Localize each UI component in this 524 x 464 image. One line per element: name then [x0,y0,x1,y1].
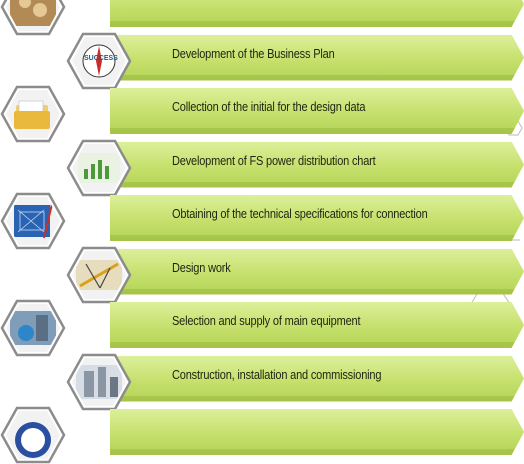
step-item: Design work [0,246,524,303]
step-item: Selection and supply of main equipment [0,299,524,357]
step-label: Development of FS power distribution cha… [172,153,376,168]
step-banner [110,195,524,241]
step-label: Development of the Business Plan [172,46,335,61]
bar-chart-icon [66,139,132,197]
step-banner [110,34,524,81]
compass-success-icon: SUCCESS [66,32,132,90]
step-item: Construction, installation and commissio… [0,353,524,410]
step-label: Construction, installation and commissio… [172,367,382,382]
step-item: Collection of the initial for the design… [0,85,524,143]
emblem-icon [0,406,66,464]
step-label: Obtaining of the technical specification… [172,207,428,221]
blueprint-icon [0,192,66,250]
equipment-icon [0,299,66,357]
step-item: Obtaining of the technical specification… [0,192,524,250]
step-banner [110,248,524,295]
svg-text:SUCCESS: SUCCESS [84,55,118,62]
step-banner [110,355,524,402]
step-banner [110,88,524,134]
plant-icon [66,353,132,411]
photo-icon [0,0,66,36]
step-banner [110,409,524,455]
step-label: Collection of the initial for the design… [172,100,366,114]
step-banner [110,302,524,348]
step-banner [110,141,524,188]
step-item [0,0,524,36]
folder-icon [0,85,66,143]
step-item: Development of FS power distribution cha… [0,139,524,196]
step-label: Design work [172,260,231,275]
step-item [0,406,524,464]
drafting-tools-icon [66,246,132,304]
step-banner [110,0,524,27]
step-label: Selection and supply of main equipment [172,314,361,328]
step-item: Development of the Business Plan SUCCESS [0,32,524,89]
